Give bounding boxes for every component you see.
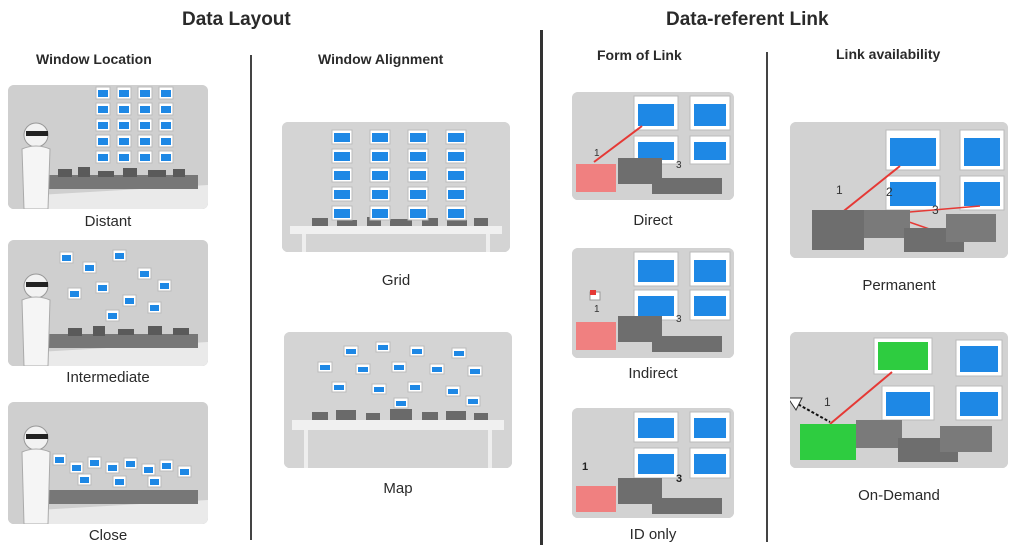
link-availability-heading: Link availability <box>836 46 941 62</box>
intermediate-caption: Intermediate <box>66 369 150 386</box>
permanent-link-scene-image: 1 2 3 <box>790 122 1008 258</box>
svg-text:1: 1 <box>594 148 600 159</box>
svg-text:3: 3 <box>932 203 939 217</box>
grid-caption: Grid <box>381 272 411 289</box>
divider-line <box>250 55 252 540</box>
form-of-link-heading: Form of Link <box>597 47 682 63</box>
indirect-link-scene-image: 1 3 <box>572 248 734 358</box>
indirect-caption: Indirect <box>628 365 678 382</box>
svg-text:1: 1 <box>582 461 588 473</box>
permanent-caption: Permanent <box>862 277 936 294</box>
window-alignment-heading: Window Alignment <box>318 51 444 67</box>
divider-line <box>766 52 768 542</box>
close-caption: Close <box>88 527 128 544</box>
svg-text:3: 3 <box>676 473 682 485</box>
svg-text:1: 1 <box>594 304 600 315</box>
svg-text:3: 3 <box>676 160 682 171</box>
distant-scene-image <box>8 85 208 209</box>
svg-text:1: 1 <box>824 395 831 409</box>
map-scene-image <box>284 332 512 468</box>
data-layout-heading: Data Layout <box>182 9 291 30</box>
map-caption: Map <box>383 480 413 497</box>
distant-caption: Distant <box>84 213 132 230</box>
data-referent-link-heading: Data-referent Link <box>666 9 829 30</box>
svg-text:1: 1 <box>836 183 843 197</box>
grid-scene-image <box>282 122 510 252</box>
direct-caption: Direct <box>633 212 673 229</box>
close-scene-image <box>8 402 208 524</box>
on-demand-caption: On-Demand <box>858 487 940 504</box>
intermediate-scene-image <box>8 240 208 366</box>
id-only-scene-image: 1 3 <box>572 408 734 518</box>
svg-text:2: 2 <box>886 185 893 199</box>
svg-text:3: 3 <box>676 314 682 325</box>
on-demand-link-scene-image: 1 <box>790 332 1008 468</box>
window-location-heading: Window Location <box>36 51 152 67</box>
section-divider-line <box>540 30 543 545</box>
direct-link-scene-image: 1 3 <box>572 92 734 200</box>
id-only-caption: ID only <box>629 526 677 543</box>
